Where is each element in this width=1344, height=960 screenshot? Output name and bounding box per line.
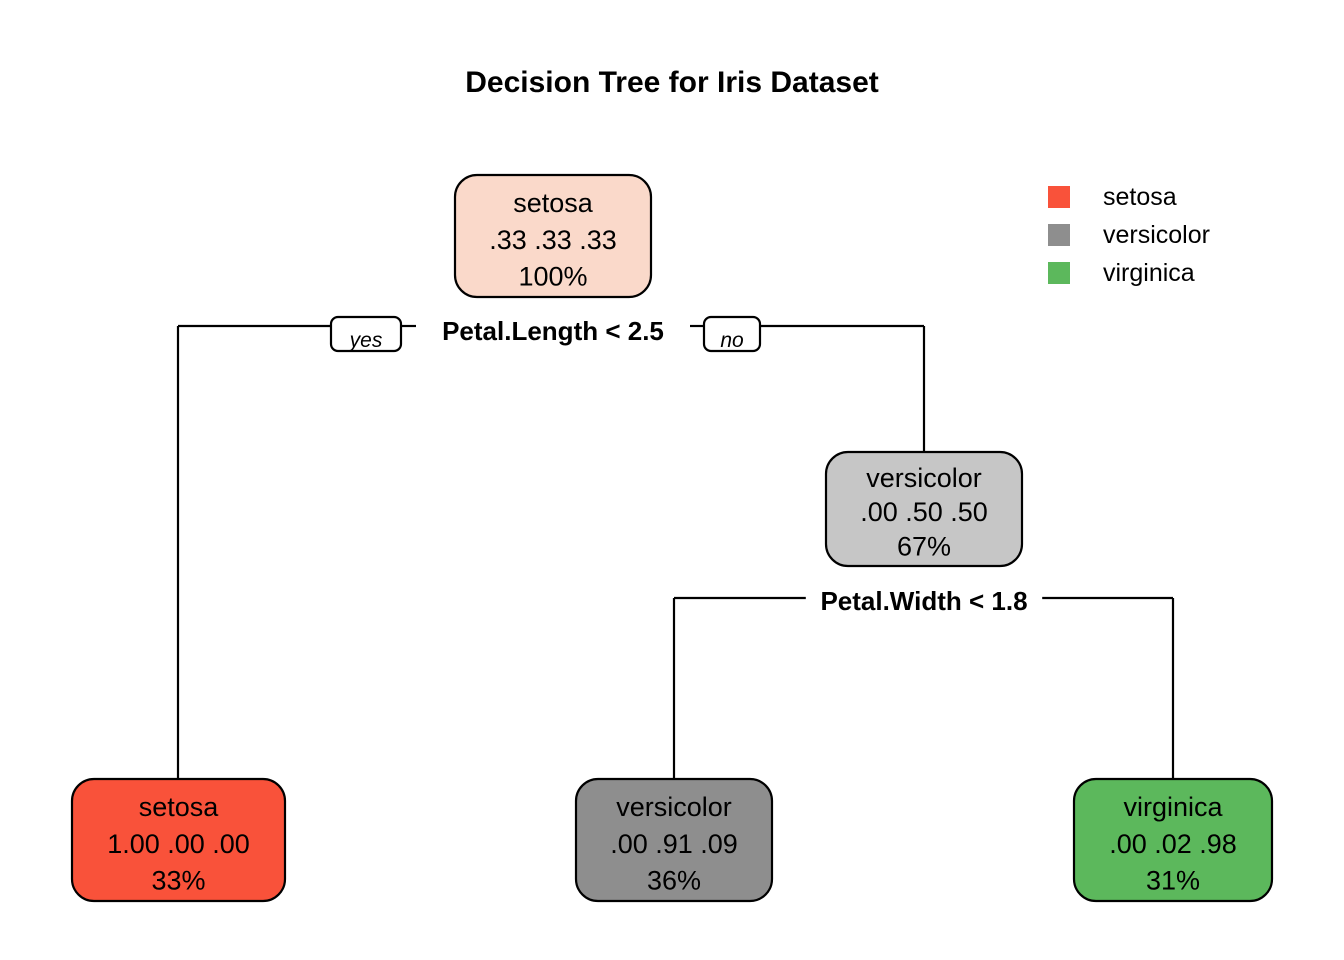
legend-label-virginica: virginica [1103, 259, 1195, 287]
legend-swatch-virginica [1048, 262, 1070, 284]
legend-item-virginica[interactable]: virginica [1048, 259, 1195, 287]
node-class-probabilities: 1.00 .00 .00 [107, 829, 250, 859]
tree-node-versicolor-leaf[interactable]: versicolor .00 .91 .09 36% [574, 777, 774, 903]
node-box [1072, 777, 1274, 903]
node-class-label: versicolor [866, 463, 982, 493]
node-class-label: setosa [513, 188, 594, 218]
node-class-probabilities: .00 .91 .09 [610, 829, 738, 859]
node-box [824, 450, 1024, 568]
tree-node-setosa-root[interactable]: setosa .33 .33 .33 100% [453, 173, 653, 299]
split-condition-label: Petal.Length < 2.5 [442, 316, 664, 346]
tree-edges [176, 324, 1175, 779]
no-branch-tag-box [702, 315, 762, 353]
node-class-probabilities: .33 .33 .33 [489, 225, 617, 255]
tree-node-setosa-leaf[interactable]: setosa 1.00 .00 .00 33% [70, 777, 287, 903]
tree-nodes: setosa .33 .33 .33 100% setosa 1.00 .00 .00 3… [70, 173, 1274, 903]
split-condition-label: Petal.Width < 1.8 [820, 586, 1027, 616]
legend-label-versicolor: versicolor [1103, 221, 1210, 249]
node-box [574, 777, 774, 903]
node-percent: 100% [518, 262, 587, 292]
legend-item-setosa[interactable]: setosa [1048, 183, 1177, 211]
node-box [453, 173, 653, 299]
node-class-label: virginica [1123, 792, 1223, 822]
split-petal-width: Petal.Width < 1.8 [805, 586, 1043, 619]
split-label-backdrop [805, 589, 1043, 619]
legend-swatch-versicolor [1048, 224, 1070, 246]
legend-label-setosa: setosa [1103, 183, 1177, 211]
tree-node-virginica-leaf[interactable]: virginica .00 .02 .98 31% [1072, 777, 1274, 903]
legend: setosa versicolor virginica [1048, 183, 1210, 287]
legend-swatch-setosa [1048, 186, 1070, 208]
tree-node-versicolor-internal[interactable]: versicolor .00 .50 .50 67% [824, 450, 1024, 568]
node-percent: 36% [647, 866, 701, 896]
node-percent: 31% [1146, 866, 1200, 896]
node-class-probabilities: .00 .50 .50 [860, 497, 988, 527]
split-petal-length: Petal.Length < 2.5 yes no [329, 315, 762, 353]
node-percent: 33% [151, 866, 205, 896]
legend-item-versicolor[interactable]: versicolor [1048, 221, 1210, 249]
page-title: Decision Tree for Iris Dataset [465, 66, 879, 99]
node-class-label: versicolor [616, 792, 732, 822]
yes-branch-tag-label: yes [348, 329, 383, 352]
node-percent: 67% [897, 531, 951, 561]
node-class-probabilities: .00 .02 .98 [1109, 829, 1237, 859]
node-class-label: setosa [139, 792, 220, 822]
no-branch-tag-label: no [720, 329, 744, 352]
node-box [70, 777, 287, 903]
split-label-backdrop [428, 319, 678, 349]
yes-branch-tag-box [329, 315, 403, 353]
